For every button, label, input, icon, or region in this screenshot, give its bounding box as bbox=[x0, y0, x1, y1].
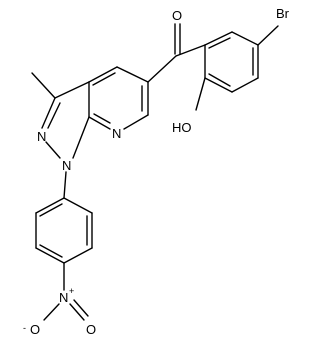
bond-ring-carbonyl bbox=[175, 44, 206, 57]
bond-ring-c4-c5 bbox=[204, 77, 233, 93]
bond-ar-c6-c1 bbox=[63, 197, 93, 214]
bond-ar-c1-c2 bbox=[35, 197, 65, 214]
atom-label-bromine: Br bbox=[276, 6, 290, 21]
bond-ring-c3-c4 bbox=[231, 77, 259, 93]
atom-label-nitro-oxygen-left: O bbox=[30, 322, 40, 337]
bond-nitro-o-right-double bbox=[73, 299, 89, 317]
bond-carbonyl-pyridine bbox=[147, 55, 177, 83]
bond-ring-c6-c1-inner bbox=[208, 37, 231, 49]
bond-pz-c3-n2-inner bbox=[47, 102, 61, 129]
bond-nitro-o-right bbox=[69, 303, 85, 321]
bond-ring-c4-c5-inner bbox=[208, 73, 231, 87]
bond-py-c7a-n7 bbox=[88, 116, 111, 130]
bond-c-oh bbox=[195, 77, 206, 111]
bond-n1-aryl bbox=[63, 171, 67, 199]
bond-ar-c1-c2-inner bbox=[39, 203, 63, 217]
atom-label-nitro-nitrogen: N bbox=[59, 290, 68, 305]
charge-nitro-nitrogen: + bbox=[69, 286, 74, 296]
atom-label-pyrazole-nitrogen-1: N bbox=[62, 158, 71, 173]
bond-py-c4-c3a-inner bbox=[92, 72, 116, 86]
bond-pz-n2-n1 bbox=[45, 141, 61, 159]
bond-ar-c4-c5 bbox=[63, 247, 93, 264]
bond-pz-c3-n2 bbox=[41, 97, 56, 129]
atom-label-hydroxyl: HO bbox=[172, 120, 192, 135]
atom-label-pyridine-nitrogen: N bbox=[112, 126, 121, 141]
atom-label-nitro-oxygen-right: O bbox=[86, 322, 96, 337]
atom-label-pyrazole-nitrogen-2: N bbox=[37, 129, 46, 144]
bond-py-c5-c4 bbox=[116, 66, 149, 83]
bond-ar-c3-c4-inner bbox=[39, 244, 63, 258]
atom-label-carbonyl-oxygen: O bbox=[172, 8, 182, 23]
bond-pz-n1-c7a bbox=[72, 116, 90, 159]
atom-labels: Br O HO N N N N + - O O bbox=[23, 6, 290, 337]
bond-methyl bbox=[31, 72, 56, 99]
chemical-structure-diagram: Br O HO N N N N + - O O bbox=[23, 6, 290, 337]
bond-ring-c6-c1 bbox=[204, 31, 233, 46]
bond-ar-c3-c4 bbox=[35, 247, 65, 264]
bond-py-c4-c3a bbox=[88, 66, 118, 83]
bond-c-br bbox=[257, 25, 279, 46]
bond-pz-c3a-c3 bbox=[54, 81, 90, 99]
bond-py-n7-c6 bbox=[123, 114, 149, 130]
bond-py-c7a-n7-inner bbox=[93, 113, 111, 124]
bond-nitro-o-left bbox=[43, 303, 60, 321]
charge-nitro-oxygen-left: - bbox=[23, 323, 26, 333]
bond-lines bbox=[31, 23, 279, 321]
bond-ring-c1-c2 bbox=[231, 31, 259, 46]
